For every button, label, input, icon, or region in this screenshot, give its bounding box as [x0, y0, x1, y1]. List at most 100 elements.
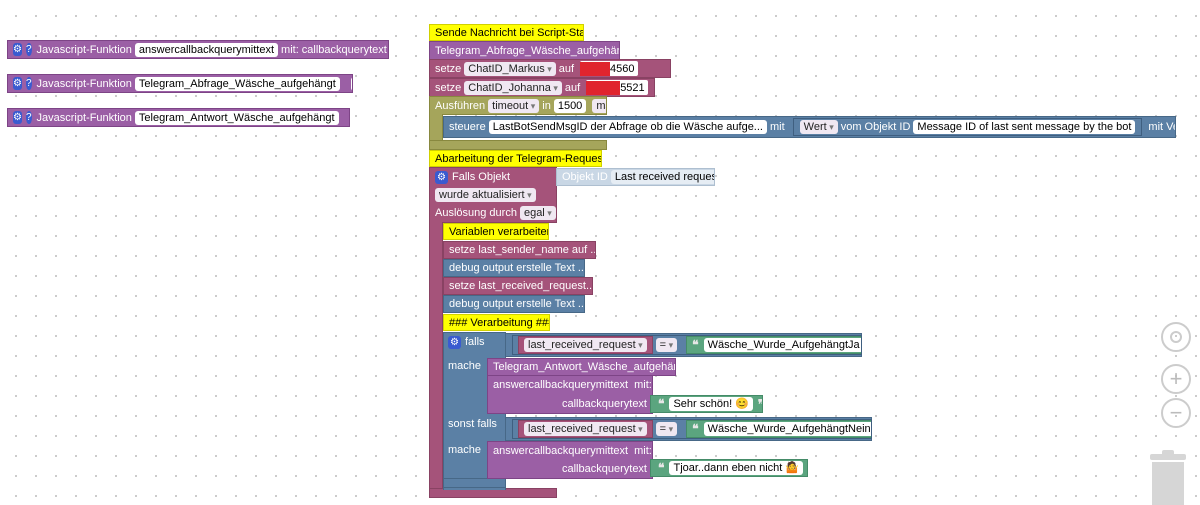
- param-label: callbackquerytext: [562, 462, 647, 475]
- set-chatid-johanna[interactable]: setze ChatID_Johanna auf 5521: [429, 78, 655, 97]
- timeout-select[interactable]: timeout: [488, 98, 540, 113]
- text-literal-field[interactable]: Sehr schön! 😊: [669, 397, 753, 411]
- recenter-icon[interactable]: [1161, 322, 1191, 352]
- do-label: mache: [448, 360, 482, 372]
- with-label: mit: [769, 121, 785, 133]
- statement-debug-1[interactable]: debug output erstelle Text ...: [443, 259, 585, 277]
- variable-select[interactable]: last_received_request: [524, 422, 647, 436]
- in-label: in: [542, 99, 551, 112]
- statement-debug-2[interactable]: debug output erstelle Text ...: [443, 295, 585, 313]
- object-id-label: Objekt ID: [562, 171, 608, 183]
- function-name-field[interactable]: answercallbackquerymittext: [134, 42, 279, 57]
- zoom-in-icon[interactable]: +: [1161, 364, 1191, 394]
- set-chatid-markus[interactable]: setze ChatID_Markus auf 4560: [429, 59, 671, 78]
- text-literal-field[interactable]: Tjoar..dann eben nicht 🤷: [669, 461, 804, 475]
- statement-text: debug output erstelle Text ...: [449, 262, 585, 274]
- function-prefix-label: Javascript-Funktion: [36, 43, 132, 56]
- if-block-foot: [443, 478, 506, 488]
- trigger-by-select[interactable]: egal: [519, 206, 556, 220]
- timeout-block[interactable]: Ausführen timeout in 1500 ms: [429, 96, 607, 115]
- operator-select[interactable]: =: [655, 338, 678, 352]
- object-id-field[interactable]: Last received request: [610, 170, 714, 184]
- call-answer-row1[interactable]: answercallbackquerymittext mit:: [487, 375, 653, 395]
- zoom-out-icon[interactable]: −: [1161, 398, 1191, 428]
- function-name-field[interactable]: Telegram_Antwort_Wäsche_aufgehängt: [134, 110, 339, 125]
- chatid-value-field[interactable]: 5521: [586, 80, 648, 95]
- statement-text: setze last_received_request...: [449, 280, 593, 292]
- with-label: mit:: [634, 444, 652, 457]
- function-block-telegram-abfrage[interactable]: ⚙ ? Javascript-Funktion Telegram_Abfrage…: [7, 74, 353, 93]
- do-label: mache: [448, 444, 482, 456]
- help-icon[interactable]: ?: [25, 43, 32, 56]
- operator-select[interactable]: =: [655, 422, 678, 436]
- call-telegram-abfrage[interactable]: Telegram_Abfrage_Wäsche_aufgehängt: [429, 41, 620, 60]
- function-ellipsis-button[interactable]: ...: [350, 76, 352, 91]
- comment-script-start[interactable]: Sende Nachricht bei Script-Start: [429, 24, 584, 41]
- gear-icon[interactable]: ⚙: [13, 77, 22, 90]
- variable-getter[interactable]: last_received_request: [518, 336, 653, 354]
- value-from-object-block[interactable]: Wert vom Objekt ID Message ID of last se…: [792, 118, 1143, 136]
- text-literal-block[interactable]: ❝ Tjoar..dann eben nicht 🤷 ❞: [650, 459, 808, 477]
- statement-set-sender[interactable]: setze last_sender_name auf ...: [443, 241, 596, 259]
- to-label: auf: [564, 81, 581, 94]
- timeout-block-foot: [429, 140, 607, 150]
- call-telegram-antwort[interactable]: Telegram_Antwort_Wäsche_aufgehängt: [487, 358, 676, 376]
- elseif-header: sonst falls: [446, 416, 506, 432]
- variable-getter[interactable]: last_received_request: [518, 420, 653, 438]
- chatid-value-field[interactable]: 4560: [580, 61, 638, 76]
- timeout-value-field[interactable]: 1500: [553, 98, 587, 113]
- help-icon[interactable]: ?: [25, 111, 32, 124]
- unit-select[interactable]: ms: [592, 98, 606, 113]
- updated-select[interactable]: wurde aktualisiert: [435, 188, 536, 202]
- function-name-field[interactable]: Telegram_Abfrage_Wäsche_aufgehängt: [134, 76, 340, 91]
- function-block-answercallbackquerymittext[interactable]: ⚙ ? Javascript-Funktion answercallbackqu…: [7, 40, 389, 59]
- value-select[interactable]: Wert: [799, 120, 838, 134]
- comment-processing[interactable]: ### Verarbeitung ###: [443, 314, 550, 331]
- call-label: Telegram_Abfrage_Wäsche_aufgehängt: [435, 44, 620, 57]
- variable-select[interactable]: ChatID_Markus: [464, 61, 556, 76]
- trash-icon[interactable]: [1150, 450, 1186, 505]
- call-answer-row2: callbackquerytext: [487, 394, 653, 414]
- text-literal-block[interactable]: ❝ Sehr schön! 😊 ❞: [650, 395, 763, 413]
- elseif-label: sonst falls: [448, 418, 497, 430]
- function-prefix-label: Javascript-Funktion: [36, 111, 132, 124]
- help-icon[interactable]: ?: [25, 77, 32, 90]
- trigger-block-body: [429, 222, 443, 490]
- gear-icon[interactable]: ⚙: [13, 111, 22, 124]
- comment-requests[interactable]: Abarbeitung der Telegram-Requests: [429, 150, 602, 167]
- object-id-block[interactable]: Objekt ID Last received request: [556, 168, 715, 186]
- text-literal-field[interactable]: Wäsche_Wurde_AufgehängtJa: [703, 338, 861, 352]
- variable-select[interactable]: ChatID_Johanna: [464, 80, 562, 95]
- trigger-block[interactable]: ⚙ Falls Objekt: [429, 167, 557, 187]
- object-id-field[interactable]: Message ID of last sent message by the b…: [913, 120, 1136, 134]
- text-literal-block[interactable]: ❝ Wäsche_Wurde_AufgehängtNein ❞: [686, 420, 871, 438]
- compare-block-1[interactable]: last_received_request = ❝ Wäsche_Wurde_A…: [512, 335, 862, 355]
- close-quote-icon: ❞: [758, 397, 762, 411]
- updated-row: wurde aktualisiert: [429, 186, 557, 205]
- call-label: Telegram_Antwort_Wäsche_aufgehängt: [493, 361, 676, 373]
- control-state-block[interactable]: steuere LastBotSendMsgID der Abfrage ob …: [443, 116, 1176, 138]
- comment-text: Abarbeitung der Telegram-Requests: [435, 152, 602, 165]
- function-params-label: mit: callbackquerytext: [281, 43, 387, 56]
- gear-icon[interactable]: ⚙: [448, 335, 461, 349]
- trigger-by-label: Auslösung durch: [435, 207, 517, 219]
- control-target-field[interactable]: LastBotSendMsgID der Abfrage ob die Wäsc…: [488, 120, 767, 134]
- statement-set-request[interactable]: setze last_received_request...: [443, 277, 593, 295]
- set-label: setze: [435, 81, 462, 94]
- call-answer2-row1[interactable]: answercallbackquerymittext mit:: [487, 441, 653, 460]
- statement-text: setze last_sender_name auf ...: [449, 244, 596, 256]
- text-literal-block[interactable]: ❝ Wäsche_Wurde_AufgehängtJa ❞: [686, 336, 861, 354]
- gear-icon[interactable]: ⚙: [435, 170, 448, 184]
- function-block-telegram-antwort[interactable]: ⚙ ? Javascript-Funktion Telegram_Antwort…: [7, 108, 350, 127]
- to-label: auf: [558, 62, 575, 75]
- do-header: mache: [446, 358, 494, 374]
- variable-select[interactable]: last_received_request: [524, 338, 647, 352]
- compare-block-2[interactable]: last_received_request = ❝ Wäsche_Wurde_A…: [512, 419, 872, 439]
- comment-variables[interactable]: Variablen verarbeiten: [443, 223, 549, 240]
- delay-label: mit Verzögerung: [1148, 121, 1175, 133]
- open-quote-icon: ❝: [658, 397, 665, 411]
- from-object-label: vom Objekt ID: [840, 121, 911, 133]
- text-literal-field[interactable]: Wäsche_Wurde_AufgehängtNein: [703, 422, 871, 436]
- set-label: setze: [435, 62, 462, 75]
- gear-icon[interactable]: ⚙: [13, 43, 22, 56]
